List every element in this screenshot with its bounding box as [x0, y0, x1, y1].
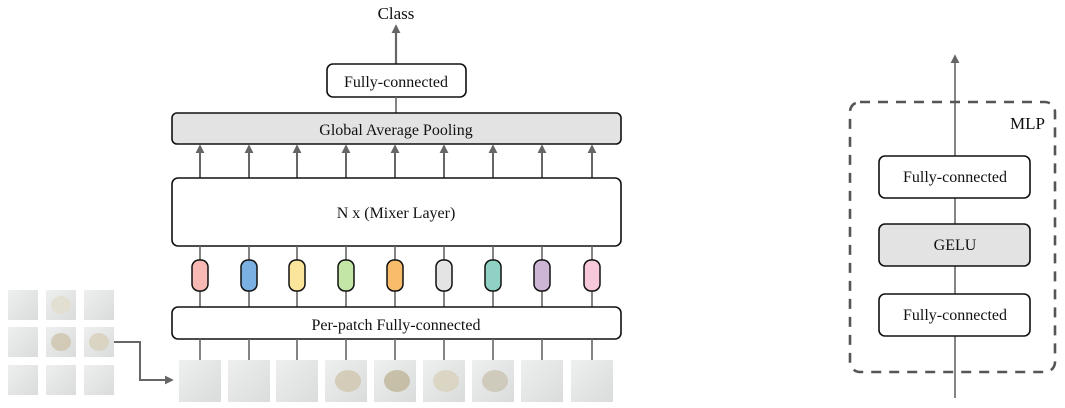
photo-patch-icon: [8, 327, 38, 357]
mixer-to-pooling-arrows: [195, 144, 597, 178]
mlp-gelu-label: GELU: [934, 237, 977, 254]
photo-patch-icon: [8, 290, 38, 320]
photo-patch-detail: [482, 370, 508, 392]
photo-patch-icon: [276, 360, 318, 402]
photo-patch-detail: [433, 370, 459, 392]
per-patch-fc-label: Per-patch Fully-connected: [312, 317, 481, 334]
mlp-fc-top-label: Fully-connected: [903, 169, 1007, 186]
patch-sequence: [179, 339, 613, 402]
mixer-layer-box: [171, 177, 622, 247]
per-patch-fc-box: [171, 306, 622, 340]
mlp-dashed-border: [848, 100, 1057, 374]
photo-patch-icon: [84, 290, 114, 320]
mixer-layer-label: N x (Mixer Layer): [337, 205, 456, 222]
mlp-fc-bottom-box: [878, 293, 1031, 337]
photo-patch-detail: [51, 296, 71, 314]
token-pill: [583, 259, 601, 292]
photo-patch-icon: [46, 365, 76, 395]
token-pill: [240, 259, 258, 292]
main-pipeline: Class Fully-connected Global Average Poo…: [8, 4, 622, 402]
mlp-title: MLP: [1010, 114, 1045, 133]
mlp-fc-top-box: [878, 155, 1031, 199]
photo-patch-detail: [89, 333, 109, 351]
mlp-block: MLP Fully-connected GELU Fully-connected: [848, 54, 1057, 398]
token-pill: [386, 259, 404, 292]
head-fc-label: Fully-connected: [344, 74, 448, 91]
token-pill: [191, 259, 209, 292]
mlp-gelu-box: [878, 223, 1031, 267]
photo-patch-detail: [335, 370, 361, 392]
class-output-label: Class: [378, 4, 415, 23]
global-average-pooling-box: [171, 112, 622, 145]
photo-patch-icon: [228, 360, 270, 402]
photo-patch-icon: [521, 360, 563, 402]
grid-to-sequence-arrow-icon: [114, 341, 174, 385]
photo-patch-icon: [8, 365, 38, 395]
token-pill: [288, 259, 306, 292]
token-pill: [435, 259, 453, 292]
token-pill: [533, 259, 551, 292]
input-image-patch-grid: [8, 290, 114, 395]
mlp-fc-bottom-label: Fully-connected: [903, 307, 1007, 324]
token-embeddings: [191, 246, 601, 307]
photo-patch-detail: [51, 333, 71, 351]
global-average-pooling-label: Global Average Pooling: [319, 122, 472, 139]
photo-patch-icon: [84, 365, 114, 395]
token-pill: [484, 259, 502, 292]
photo-patch-icon: [571, 360, 613, 402]
token-pill: [337, 259, 355, 292]
photo-patch-icon: [179, 360, 221, 402]
photo-patch-detail: [384, 370, 410, 392]
